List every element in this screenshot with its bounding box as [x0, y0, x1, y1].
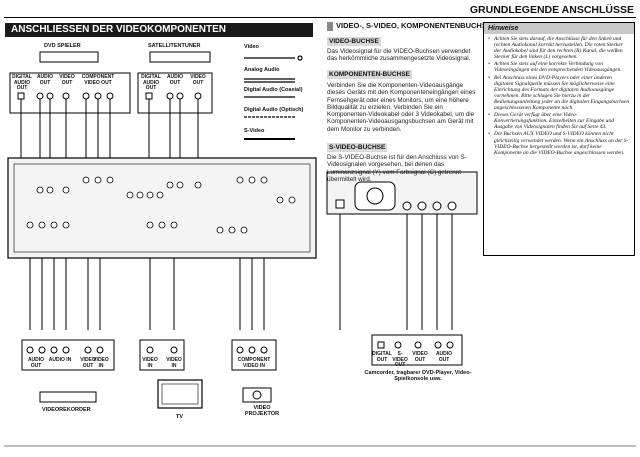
tv-jack-label: VIDEO IN [166, 357, 182, 369]
dvd-comp-y-jack [82, 92, 90, 100]
projector-label: VIDEO PROJEKTOR [244, 405, 280, 417]
hinweis-item: Achten Sie stets darauf, die Anschlüsse … [488, 36, 630, 60]
hinweis-item: Die Buchsen AUX VIDEO und S-VIDEO können… [488, 131, 630, 155]
dvd-audio-l-jack [36, 92, 44, 100]
vcr-jack-label: AUDIO IN [48, 357, 72, 363]
tv-device [157, 379, 203, 409]
camcorder-label: Camcorder, tragbarer DVD-Player, Video-S… [364, 370, 472, 382]
receiver-rear-panel [7, 157, 317, 259]
sat-tuner-label: SATELLITENTUNER [148, 43, 201, 49]
top-header-line [4, 17, 636, 18]
section-marker [327, 22, 333, 31]
dvd-comp-pr-jack [106, 92, 114, 100]
sat-audio-l-jack [166, 92, 174, 100]
camcorder-jack-label: DIGITAL OUT [372, 351, 392, 363]
dvd-jack-label: AUDIO OUT [36, 74, 54, 86]
projector-jack-label: COMPONENT VIDEO IN [237, 357, 271, 369]
tv-label: TV [176, 414, 184, 420]
projector-device [242, 387, 272, 403]
front-optical-jack [335, 199, 345, 209]
sat-jack-label: VIDEO OUT [190, 74, 206, 86]
dvd-audio-r-jack [46, 92, 54, 100]
vcr-device [39, 391, 97, 403]
dvd-jack-label: DIGITAL AUDIO OUT [12, 74, 32, 91]
component-jack-heading: KOMPONENTEN-BUCHSE [327, 70, 412, 79]
hinweise-box: Hinweise Achten Sie stets darauf, die An… [483, 22, 635, 256]
svideo-jack-heading: S-VIDEO-BUCHSE [327, 143, 388, 152]
video-jack-heading: VIDEO-BUCHSE [327, 37, 381, 46]
hinweise-title: Hinweise [484, 23, 634, 34]
tv-jack-label: VIDEO IN [142, 357, 158, 369]
dvd-video-jack [62, 92, 70, 100]
dvd-jack-label: VIDEO OUT [59, 74, 75, 86]
dvd-comp-pb-jack [94, 92, 102, 100]
section-title: GRUNDLEGENDE ANSCHLÜSSE [469, 4, 634, 16]
dvd-player-label: DVD SPIELER [44, 43, 81, 49]
vcr-jack-label: VIDEO OUT [80, 357, 96, 369]
sat-jack-label: DIGITAL AUDIO OUT [141, 74, 161, 91]
hinweis-item: Dieses Gerät verfügt über eine Video-Kon… [488, 112, 630, 130]
dvd-digital-jack [17, 92, 25, 100]
svideo-jack-text: Die S-VIDEO-Buchse ist für den Anschluss… [327, 154, 467, 183]
middle-title: VIDEO-, S-VIDEO, KOMPONENTENBUCHSE [336, 21, 492, 30]
front-svideo-jack [402, 201, 412, 211]
sat-audio-r-jack [176, 92, 184, 100]
tv-jack-panel [139, 339, 185, 371]
vcr-jack-label: AUDIO OUT [27, 357, 45, 369]
dvd-jack-panel [9, 72, 131, 114]
sat-jack-panel [137, 72, 213, 114]
diagram-title: ANSCHLIESSEN DER VIDEOKOMPONENTEN [5, 23, 313, 37]
component-jack-text: Verbinden Sie die Komponenten-Videoausgä… [327, 82, 476, 133]
legend-video: Video [244, 44, 259, 50]
legend-icons [244, 55, 303, 140]
vcr-label: VIDEOREKORDER [42, 407, 91, 413]
vcr-jack-panel [21, 339, 115, 371]
legend-analog-audio: Analog Audio [244, 67, 280, 73]
camcorder-jack-label: AUDIO OUT [435, 351, 453, 363]
dvd-player-device [39, 51, 99, 63]
projector-jack-panel [231, 339, 277, 371]
camcorder-jack-panel [371, 334, 463, 366]
camcorder-jack-label: S-VIDEO OUT [392, 351, 408, 368]
hinweis-item: Achten Sie stets auf eine korrekte Verbi… [488, 61, 630, 73]
sat-tuner-device [149, 51, 211, 63]
sat-jack-label: AUDIO OUT [166, 74, 184, 86]
hinweise-list: Achten Sie stets darauf, die Anschlüsse … [484, 34, 634, 156]
legend-svideo: S-Video [244, 128, 265, 134]
sat-digital-jack [145, 92, 153, 100]
hinweis-item: Bei Anschluss eines DVD-Players oder ein… [488, 75, 630, 112]
front-video-jack [417, 201, 427, 211]
legend-digital-optical: Digital Audio (Optisch) [244, 107, 304, 113]
vcr-jack-label: VIDEO IN [93, 357, 109, 369]
camcorder-jack-label: VIDEO OUT [412, 351, 428, 363]
video-jack-text: Das Videosignal für die VIDEO-Buchsen ve… [327, 48, 471, 63]
sat-video-jack [194, 92, 202, 100]
dvd-jack-label: COMPONENT VIDEO OUT [81, 74, 115, 86]
legend-digital-coax: Digital Audio (Coaxial) [244, 87, 303, 93]
